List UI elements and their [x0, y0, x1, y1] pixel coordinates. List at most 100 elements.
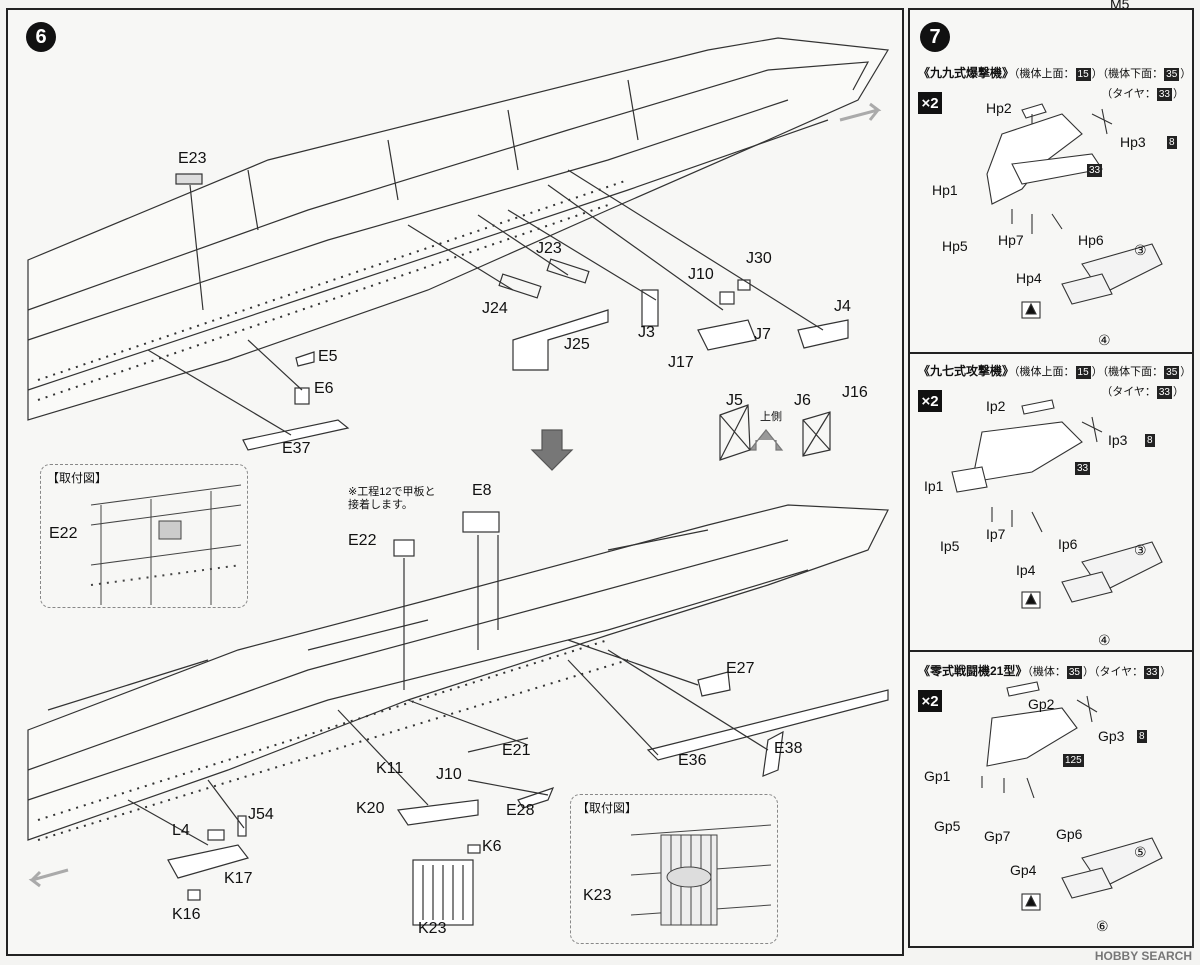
- section-3-qty: ×2: [918, 690, 942, 712]
- section-1-paint-a-num: 15: [1075, 68, 1091, 81]
- part-label-J3: J3: [638, 324, 655, 341]
- section-1-tire-label: （タイヤ：: [1101, 88, 1156, 100]
- plane-section-1: 《九九式爆撃機》（機体上面：15）（機体下面：35） （タイヤ：33） ×2 H…: [912, 60, 1192, 350]
- part-label-J16: J16: [842, 384, 868, 401]
- section-1-tire-end: ）: [1173, 88, 1184, 100]
- hull-drawings: [27, 37, 889, 926]
- inset-right-label: K23: [583, 887, 612, 904]
- part-label-J4: J4: [834, 298, 851, 315]
- section-2-paint-b-num: 35: [1164, 366, 1180, 379]
- section-1-paint-a: （機体上面：: [1014, 68, 1075, 80]
- part-label-K16: K16: [172, 906, 201, 923]
- part-label-K11: K11: [376, 760, 404, 777]
- section-3-title: 《零式戦闘機21型》（機体：35）（タイヤ：33）: [918, 662, 1184, 679]
- inset-right-drawing: [630, 824, 772, 926]
- section-1-paint-c: ）: [1180, 68, 1192, 80]
- section-2-tire: （タイヤ：33）: [918, 383, 1184, 399]
- part-label-E22: E22: [348, 532, 377, 549]
- part-label-E8: E8: [472, 482, 492, 499]
- section-1-paint-b: ）（機体下面：: [1091, 68, 1164, 80]
- section-3-name: 《零式戦闘機21型》: [918, 664, 1028, 678]
- section-2-label-4: Ip1: [924, 478, 944, 494]
- section-3-paint-b: ）（タイヤ：: [1082, 666, 1144, 678]
- section-1-tire-num: 33: [1156, 88, 1172, 101]
- part-label-J10-lower: J10: [436, 766, 462, 783]
- plane-section-2: 《九七式攻撃機》（機体上面：15）（機体下面：35） （タイヤ：33） ×2 I…: [912, 358, 1191, 648]
- inset-left: 【取付図】 E22: [40, 464, 248, 608]
- section-2-paint-a: （機体上面：: [1014, 366, 1075, 378]
- part-label-E5: E5: [318, 348, 338, 365]
- section-3-label-3: 125: [1063, 754, 1084, 767]
- section-1-label-6: Hp7: [998, 232, 1024, 248]
- section-1-paint-b-num: 35: [1164, 68, 1180, 81]
- part-label-J7: J7: [754, 326, 771, 343]
- part-label-E28: E28: [506, 802, 535, 819]
- section-3-label-1: Gp3: [1098, 728, 1125, 744]
- section-2-label-1: Ip3: [1108, 432, 1128, 448]
- section-1-label-4: Hp1: [932, 182, 958, 198]
- part-label-J23: J23: [536, 240, 562, 257]
- section-1-label-2: 8: [1167, 136, 1177, 149]
- part-label-K23: K23: [418, 920, 447, 937]
- inset-left-label: E22: [49, 525, 78, 542]
- step-7-number: 7: [920, 22, 950, 52]
- section-1-qty: ×2: [918, 92, 942, 114]
- section-3-label-4: Gp1: [924, 768, 951, 784]
- section-2-qty: ×2: [918, 390, 942, 412]
- part-label-K20: K20: [356, 800, 385, 817]
- section-2-label-2: 8: [1145, 434, 1155, 447]
- section-divider-2: [910, 650, 1192, 652]
- part-label-E36: E36: [678, 752, 707, 769]
- section-1-label-3: 33: [1087, 164, 1103, 177]
- section-1-label-1: Hp3: [1120, 134, 1146, 150]
- section-3-label-7: Gp6: [1056, 826, 1083, 842]
- section-2-title: 《九七式攻撃機》（機体上面：15）（機体下面：35）: [918, 362, 1191, 379]
- part-label-J30: J30: [746, 250, 772, 267]
- watermark: HOBBY SEARCH: [1094, 949, 1192, 963]
- gluing-note: ※工程12で甲板と 接着します。: [348, 486, 436, 511]
- inset-left-drawing: [90, 484, 242, 605]
- step-6-panel: 6: [6, 8, 904, 956]
- section-2-tire-label: （タイヤ：: [1101, 386, 1156, 398]
- step-6-number: 6: [26, 22, 56, 52]
- part-label-K6: K6: [482, 838, 502, 855]
- section-3-label-5: Gp5: [934, 818, 961, 834]
- step-7-panel: 7 《九九式爆撃機》（機体上面：15）（機体下面：35） （タイヤ：33） ×2…: [908, 8, 1194, 948]
- section-2-paint-b: ）（機体下面：: [1091, 366, 1164, 378]
- section-2-label-0: Ip2: [986, 398, 1006, 414]
- part-label-K17: K17: [224, 870, 253, 887]
- section-3-label-10: ⑥: [1096, 918, 1109, 934]
- section-2-plane-drawing: [951, 399, 1163, 609]
- section-1-label-5: Hp5: [942, 238, 968, 254]
- inset-right-title: 【取付図】: [577, 801, 638, 815]
- section-2-label-5: Ip5: [940, 538, 960, 554]
- part-label-E38: E38: [774, 740, 803, 757]
- part-label-J25: J25: [564, 336, 590, 353]
- section-3-label-6: Gp7: [984, 828, 1011, 844]
- section-2-label-6: Ip7: [986, 526, 1006, 542]
- section-1-tire: （タイヤ：33）: [918, 85, 1184, 101]
- section-1-name: 《九九式爆撃機》: [918, 66, 1015, 80]
- section-3-paint-c: ）: [1160, 666, 1172, 678]
- inset-right: 【取付図】 K23: [570, 794, 778, 944]
- section-2-label-8: Ip4: [1016, 562, 1036, 578]
- section-2-name: 《九七式攻撃機》: [918, 364, 1015, 378]
- section-3-label-2: 8: [1137, 730, 1147, 743]
- section-3-plane-drawing: [981, 681, 1163, 911]
- section-1-label-9: ③: [1134, 242, 1147, 258]
- section-2-label-9: ③: [1134, 542, 1147, 558]
- section-1-label-10: ④: [1098, 332, 1111, 348]
- section-2-paint-c: ）: [1180, 366, 1192, 378]
- inset-left-title: 【取付図】: [47, 471, 108, 485]
- section-1-label-0: Hp2: [986, 100, 1012, 116]
- upside-label: 上側: [760, 411, 782, 423]
- section-3-label-8: Gp4: [1010, 862, 1037, 878]
- section-1-plane-drawing: [986, 103, 1163, 319]
- part-label-E23: E23: [178, 150, 207, 167]
- part-label-J17: J17: [668, 354, 694, 371]
- section-2-label-7: Ip6: [1058, 536, 1078, 552]
- section-2-label-10: ④: [1098, 632, 1111, 648]
- plane-section-3: 《零式戦闘機21型》（機体：35）（タイヤ：33） ×2 Gp2 Gp3 8 1…: [912, 658, 1190, 948]
- section-3-paint-b-num: 33: [1144, 666, 1160, 679]
- part-label-J10: J10: [688, 266, 714, 283]
